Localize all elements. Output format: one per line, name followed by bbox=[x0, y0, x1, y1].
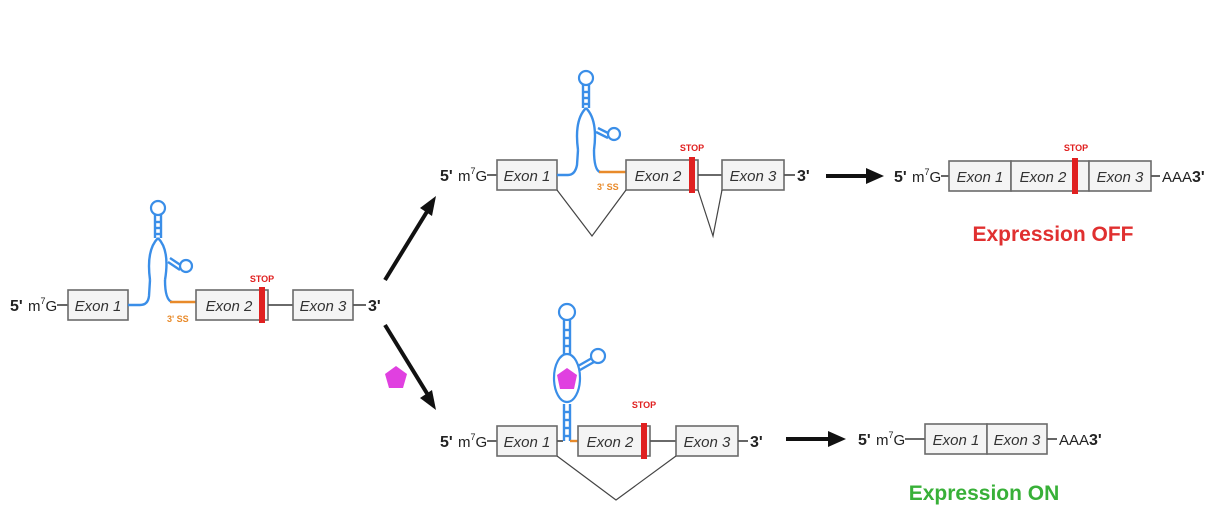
on-exon-1 bbox=[496, 425, 558, 457]
off-product-arrow bbox=[826, 168, 884, 184]
on-splice-exon-skip bbox=[556, 455, 677, 501]
pre-mrna-exon-3-label: Exon 3 bbox=[300, 298, 347, 315]
pre-mrna-3ss-label: 3' SS bbox=[167, 314, 189, 324]
on-product-exon-1-label: Exon 1 bbox=[933, 432, 980, 449]
off-exon-2-label: Exon 2 bbox=[635, 168, 682, 185]
on-stop-label: STOP bbox=[632, 400, 656, 410]
off-exon-3 bbox=[721, 159, 785, 191]
off-product-stop-label: STOP bbox=[1064, 143, 1088, 153]
on-aptamer-loop-1 bbox=[557, 302, 577, 322]
on-product-exon-1 bbox=[924, 423, 988, 455]
on-stop-codon bbox=[641, 423, 647, 459]
pre-mrna-3prime: 3' bbox=[368, 298, 381, 315]
on-product-5prime: 5' bbox=[858, 432, 871, 449]
off-aptamer-loop-2 bbox=[606, 126, 622, 142]
on-mrna-product: 5' m7G Exon 1 Exon 3 AAA 3' Expression O… bbox=[858, 423, 1102, 505]
on-product-exon-3 bbox=[986, 423, 1048, 455]
off-product-exon-1 bbox=[948, 160, 1012, 192]
off-stop-codon bbox=[689, 157, 695, 193]
on-exon-2-label: Exon 2 bbox=[587, 434, 634, 451]
pre-mrna-stop-label: STOP bbox=[250, 274, 274, 284]
off-cap: m7G bbox=[458, 166, 487, 185]
off-exon-3-label: Exon 3 bbox=[730, 168, 777, 185]
on-product-exon-3-label: Exon 3 bbox=[994, 432, 1041, 449]
off-aptamer-strand bbox=[557, 149, 580, 177]
expression-off-label: Expression OFF bbox=[972, 223, 1133, 246]
arrow-to-on-path bbox=[383, 323, 430, 397]
branch-arrows bbox=[383, 196, 436, 410]
on-bound-ligand bbox=[557, 368, 577, 389]
on-3prime: 3' bbox=[750, 434, 763, 451]
off-product-3prime: 3' bbox=[1192, 169, 1205, 186]
on-product-cap: m7G bbox=[876, 430, 905, 449]
off-splice-1 bbox=[556, 189, 627, 238]
on-product-polya: AAA bbox=[1059, 432, 1089, 449]
pre-mrna-cap: m7G bbox=[28, 296, 57, 315]
pre-mrna-5prime: 5' bbox=[10, 298, 23, 315]
off-exon-1-label: Exon 1 bbox=[504, 168, 551, 185]
on-exon-3 bbox=[675, 425, 739, 457]
ligand-pentagon bbox=[385, 366, 407, 388]
off-mrna-product: 5' m7G Exon 1 Exon 2 STOP Exon 3 AAA 3' … bbox=[894, 143, 1205, 246]
off-product-5prime: 5' bbox=[894, 169, 907, 186]
pre-mrna-exon-1-label: Exon 1 bbox=[75, 298, 122, 315]
off-exon-2 bbox=[625, 159, 699, 191]
off-3ss-label: 3' SS bbox=[597, 182, 619, 192]
off-product-stop-codon bbox=[1072, 158, 1078, 194]
off-5prime: 5' bbox=[440, 168, 453, 185]
off-product-cap: m7G bbox=[912, 167, 941, 186]
off-3prime: 3' bbox=[797, 168, 810, 185]
pre-mrna-aptamer-loop-1 bbox=[149, 199, 167, 217]
off-product-exon-2-label: Exon 2 bbox=[1020, 169, 1067, 186]
on-aptamer-loop-2 bbox=[589, 347, 607, 365]
off-product-polya: AAA bbox=[1162, 169, 1192, 186]
off-path-pre-mrna: 5' m7G Exon 1 3' SS Exon 2 STOP Exon 3 3… bbox=[440, 69, 810, 239]
off-product-exon-1-label: Exon 1 bbox=[957, 169, 1004, 186]
pre-mrna-exon-3 bbox=[292, 289, 354, 321]
pre-mrna-aptamer-loop-2 bbox=[178, 258, 194, 274]
off-aptamer-loop-1 bbox=[577, 69, 595, 87]
on-cap: m7G bbox=[458, 432, 487, 451]
pre-mrna-exon-2-label: Exon 2 bbox=[206, 298, 253, 315]
on-5prime: 5' bbox=[440, 434, 453, 451]
on-product-3prime: 3' bbox=[1089, 432, 1102, 449]
expression-on-label: Expression ON bbox=[909, 482, 1060, 505]
off-splice-2 bbox=[697, 189, 723, 239]
pre-mrna-stop-codon bbox=[259, 287, 265, 323]
on-path-pre-mrna: 5' m7G Exon 1 Exon 2 STOP Exon 3 3' bbox=[440, 302, 763, 501]
on-exon-3-label: Exon 3 bbox=[684, 434, 731, 451]
on-exon-1-label: Exon 1 bbox=[504, 434, 551, 451]
off-exon-1 bbox=[496, 159, 558, 191]
off-product-exon-3-label: Exon 3 bbox=[1097, 169, 1144, 186]
pre-mrna-aptamer-strand bbox=[128, 279, 152, 307]
pre-mrna: 5' m7G Exon 1 3' SS Exon 2 STOP Exon 3 3… bbox=[10, 199, 381, 324]
off-stop-label: STOP bbox=[680, 143, 704, 153]
on-product-arrow bbox=[786, 431, 846, 447]
pre-mrna-exon-2 bbox=[195, 289, 269, 321]
arrow-to-off-path bbox=[383, 208, 430, 282]
